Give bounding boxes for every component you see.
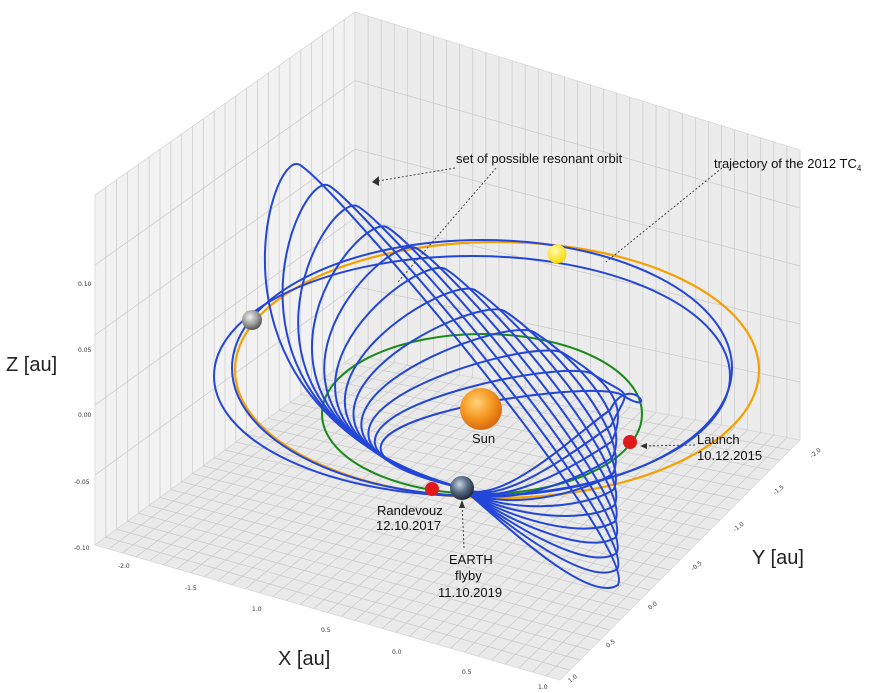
grid-line	[94, 286, 356, 476]
rendezvous-marker	[425, 482, 439, 496]
resonant-orbit	[360, 328, 618, 498]
trajectory-label-subscript: 4	[857, 164, 862, 173]
resonant-orbit	[373, 369, 626, 494]
asteroid-trajectory	[233, 240, 761, 500]
trajectory-leader	[605, 167, 723, 263]
grid-line	[300, 394, 751, 491]
z-tick: 0.00	[78, 412, 92, 419]
z-tick: -0.05	[74, 479, 90, 486]
resonant-orbit	[323, 246, 618, 530]
grid-line	[279, 410, 731, 511]
launch-label: Launch	[697, 432, 740, 447]
y-tick: 0.5	[605, 638, 617, 650]
flyby-label-earth: EARTH	[449, 552, 493, 567]
grid-line	[170, 489, 631, 611]
x-axis-ticks: -2.0 -1.5 1.0 0.5 0.0 0.5 1.0	[118, 563, 548, 691]
y-tick: 1.0	[567, 673, 579, 685]
resonant-orbit	[334, 267, 618, 517]
grid-line	[138, 512, 601, 641]
resonant-orbits-label: set of possible resonant orbit	[456, 151, 623, 166]
x-tick: 0.0	[392, 649, 402, 656]
rendezvous-date: 12.10.2017	[376, 518, 441, 533]
z-axis-label: Z [au]	[6, 354, 57, 376]
grid-line	[94, 148, 356, 336]
leader-arrowhead	[459, 500, 465, 508]
launch-marker	[623, 435, 637, 449]
grid-line	[181, 481, 641, 601]
grid-line	[354, 148, 801, 267]
z-axis-ticks: 0.10 0.05 0.00 -0.05 -0.10	[74, 281, 92, 552]
x-axis-label: X [au]	[278, 648, 330, 670]
moon-icon	[242, 310, 262, 330]
flyby-label-flyby: flyby	[455, 568, 482, 583]
leader-lines	[371, 167, 723, 549]
asteroid-icon	[547, 244, 567, 264]
grid-line	[203, 465, 661, 581]
x-tick: 1.0	[538, 684, 548, 691]
grid-line	[268, 417, 721, 521]
resonant-leader-2	[397, 167, 497, 283]
resonant-orbit	[297, 204, 619, 559]
launch-date: 10.12.2015	[697, 448, 762, 463]
earth-icon	[450, 476, 474, 500]
grid-line	[214, 457, 671, 571]
launch-leader	[639, 444, 696, 447]
grid-line	[159, 497, 621, 621]
resonant-orbit	[367, 349, 620, 496]
flyby-date: 11.10.2019	[438, 585, 502, 600]
resonant-orbit	[281, 183, 620, 574]
y-axis-label: Y [au]	[752, 547, 804, 569]
grid-line	[354, 80, 801, 209]
sun-icon	[460, 388, 502, 430]
resonant-orbit	[263, 162, 620, 589]
y-tick: -1.0	[732, 521, 746, 534]
resonant-orbit	[379, 389, 642, 493]
outer-resonant-orbit	[213, 255, 731, 497]
leader-arrowhead	[372, 176, 379, 186]
axes-panes	[94, 11, 801, 681]
grid-line	[192, 473, 651, 591]
grid-line	[149, 505, 611, 631]
trajectory-label: trajectory of the 2012 TC4	[714, 156, 862, 173]
resonant-orbit	[311, 225, 619, 544]
grid-line	[94, 80, 356, 266]
grid-line	[116, 528, 581, 661]
resonant-orbit-family	[213, 162, 733, 589]
x-tick: 0.5	[321, 627, 331, 634]
grid-line	[289, 402, 741, 501]
y-tick: -1.5	[772, 484, 786, 497]
grid-line	[105, 536, 571, 671]
resonant-orbit	[352, 308, 617, 502]
y-tick: 0.0	[647, 600, 659, 612]
grid-line	[94, 217, 356, 406]
y-tick: -0.5	[690, 560, 704, 573]
leader-arrowhead	[640, 443, 647, 449]
x-tick: 1.0	[252, 606, 262, 613]
x-tick: -1.5	[185, 585, 197, 592]
grid-line	[127, 520, 591, 651]
x-tick: -2.0	[118, 563, 130, 570]
x-tick: 0.5	[462, 669, 472, 676]
grid-line	[344, 362, 791, 451]
z-tick: 0.10	[78, 281, 92, 288]
y-tick: -2.0	[809, 447, 823, 460]
rendezvous-label: Randevouz	[377, 503, 443, 518]
grid-line	[311, 386, 761, 481]
resonant-orbit	[344, 287, 617, 508]
trajectory-label-text: trajectory of the 2012 TC	[714, 156, 857, 171]
z-tick: -0.10	[74, 545, 90, 552]
sun-label: Sun	[472, 431, 495, 446]
grid-line	[333, 370, 781, 461]
z-tick: 0.05	[78, 347, 92, 354]
